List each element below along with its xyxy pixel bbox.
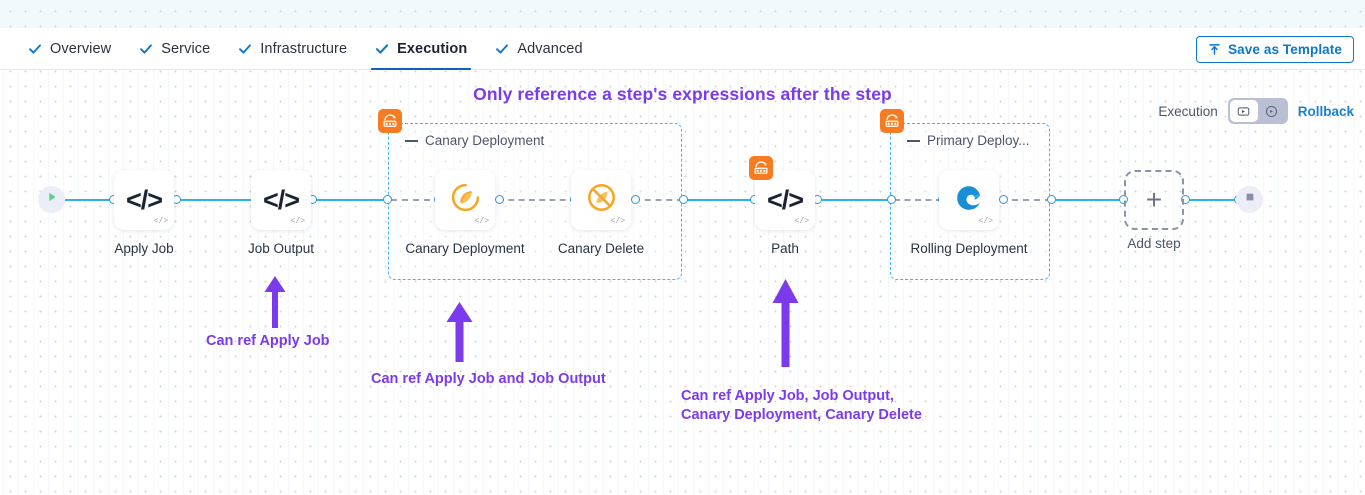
connector bbox=[65, 199, 117, 201]
check-icon bbox=[375, 42, 389, 56]
stop-icon bbox=[1243, 190, 1257, 209]
step-group-label: Canary Deployment bbox=[425, 133, 545, 148]
step-node-label: Canary Deployment bbox=[405, 241, 525, 256]
tab-execution[interactable]: Execution bbox=[361, 28, 481, 71]
connector-dashed bbox=[498, 199, 576, 201]
tab-infrastructure[interactable]: Infrastructure bbox=[224, 28, 361, 70]
node-port[interactable] bbox=[1181, 195, 1190, 204]
check-icon bbox=[495, 42, 509, 56]
step-node-rolling-deployment[interactable]: </> bbox=[939, 170, 999, 230]
step-group-icon bbox=[378, 109, 402, 133]
step-group-icon bbox=[880, 109, 904, 133]
step-node-label: Path bbox=[771, 241, 799, 256]
node-port[interactable] bbox=[887, 195, 896, 204]
connector bbox=[1052, 199, 1124, 201]
rollback-link[interactable]: Rollback bbox=[1297, 103, 1354, 119]
tab-label: Execution bbox=[397, 40, 468, 57]
step-group-label: Primary Deploy... bbox=[927, 133, 1030, 148]
check-icon bbox=[139, 42, 153, 56]
end-node[interactable] bbox=[1236, 186, 1263, 213]
save-as-template-button[interactable]: Save as Template bbox=[1196, 36, 1354, 63]
code-small-icon: </> bbox=[474, 217, 489, 226]
step-node-apply-job[interactable]: </> </> bbox=[114, 170, 174, 230]
code-icon: </> bbox=[262, 184, 300, 215]
step-node-job-output[interactable]: </> </> bbox=[251, 170, 311, 230]
up-arrow-icon bbox=[771, 279, 800, 372]
node-port[interactable] bbox=[1047, 195, 1056, 204]
execution-flow-toggle-option[interactable] bbox=[1229, 100, 1258, 122]
connector-dashed bbox=[634, 199, 683, 201]
connector-dashed bbox=[1001, 199, 1051, 201]
canvas-top-strip bbox=[0, 0, 1365, 28]
code-small-icon: </> bbox=[290, 217, 305, 226]
tab-label: Overview bbox=[50, 40, 112, 57]
check-icon bbox=[28, 42, 42, 56]
execution-rollback-toggle[interactable] bbox=[1227, 98, 1288, 124]
node-port[interactable] bbox=[679, 195, 688, 204]
connector bbox=[818, 199, 892, 201]
plus-icon: + bbox=[1145, 184, 1163, 215]
code-small-icon: </> bbox=[153, 217, 168, 226]
connector bbox=[316, 199, 389, 201]
upload-template-icon bbox=[1208, 43, 1221, 56]
tab-label: Service bbox=[161, 40, 211, 57]
node-port[interactable] bbox=[383, 195, 392, 204]
collapse-dash-icon[interactable] bbox=[907, 139, 920, 142]
step-group-title: Canary Deployment bbox=[405, 133, 544, 148]
step-node-label: Canary Delete bbox=[557, 241, 645, 256]
rolling-deploy-icon bbox=[954, 183, 984, 218]
tab-label: Advanced bbox=[517, 40, 583, 57]
code-small-icon: </> bbox=[610, 217, 625, 226]
pipeline-canvas[interactable] bbox=[0, 70, 1365, 495]
play-icon bbox=[45, 190, 59, 209]
code-small-icon: </> bbox=[978, 217, 993, 226]
canary-delete-icon bbox=[586, 182, 617, 218]
stage-tab-bar: Overview Service Infrastructure Executio… bbox=[0, 28, 1365, 71]
node-port[interactable] bbox=[1119, 195, 1128, 204]
connector-dashed bbox=[391, 199, 441, 201]
step-node-path[interactable]: </> </> bbox=[749, 156, 815, 230]
execution-flow-icon bbox=[1237, 105, 1250, 118]
annotation-label: Can ref Apply Job bbox=[206, 333, 330, 349]
step-node-canary-deployment[interactable]: </> bbox=[435, 170, 495, 230]
execution-mode-control: Execution Rollback bbox=[1158, 98, 1354, 124]
start-node[interactable] bbox=[38, 186, 65, 213]
node-port[interactable] bbox=[495, 195, 504, 204]
pipeline-graph: Canary Deployment Primary Deploy... bbox=[0, 70, 1365, 495]
collapse-dash-icon[interactable] bbox=[405, 139, 418, 142]
code-small-icon: </> bbox=[794, 217, 809, 226]
step-node-label: Rolling Deployment bbox=[910, 241, 1028, 256]
node-port[interactable] bbox=[999, 195, 1008, 204]
tab-overview[interactable]: Overview bbox=[14, 28, 125, 70]
code-icon: </> bbox=[125, 184, 163, 215]
add-step-button[interactable]: + bbox=[1124, 170, 1184, 230]
step-node-label: Job Output bbox=[247, 241, 315, 256]
step-group-title: Primary Deploy... bbox=[907, 133, 1030, 148]
annotation-label: Can ref Apply Job, Job Output, Canary De… bbox=[681, 388, 922, 423]
node-port[interactable] bbox=[631, 195, 640, 204]
rollback-flow-icon bbox=[1265, 105, 1278, 118]
tab-advanced[interactable]: Advanced bbox=[481, 28, 596, 70]
rollback-flow-toggle-option[interactable] bbox=[1258, 100, 1286, 122]
tab-service[interactable]: Service bbox=[125, 28, 224, 70]
up-arrow-icon bbox=[445, 302, 474, 367]
check-icon bbox=[238, 42, 252, 56]
connector bbox=[180, 199, 254, 201]
annotation-label: Can ref Apply Job and Job Output bbox=[371, 371, 606, 387]
execution-mode-label: Execution bbox=[1158, 103, 1218, 119]
add-step-label: Add step bbox=[1127, 236, 1181, 251]
up-arrow-icon bbox=[263, 276, 287, 333]
code-icon: </> bbox=[766, 184, 804, 215]
connector bbox=[684, 199, 756, 201]
save-as-template-label: Save as Template bbox=[1228, 42, 1342, 57]
step-node-canary-delete[interactable]: </> bbox=[571, 170, 631, 230]
step-group-icon bbox=[749, 156, 773, 180]
tab-label: Infrastructure bbox=[260, 40, 348, 57]
page-title: Only reference a step's expressions afte… bbox=[473, 84, 892, 104]
connector bbox=[1185, 199, 1238, 201]
canary-deploy-icon bbox=[450, 182, 481, 218]
step-node-label: Apply Job bbox=[114, 241, 174, 256]
connector-dashed bbox=[894, 199, 942, 201]
